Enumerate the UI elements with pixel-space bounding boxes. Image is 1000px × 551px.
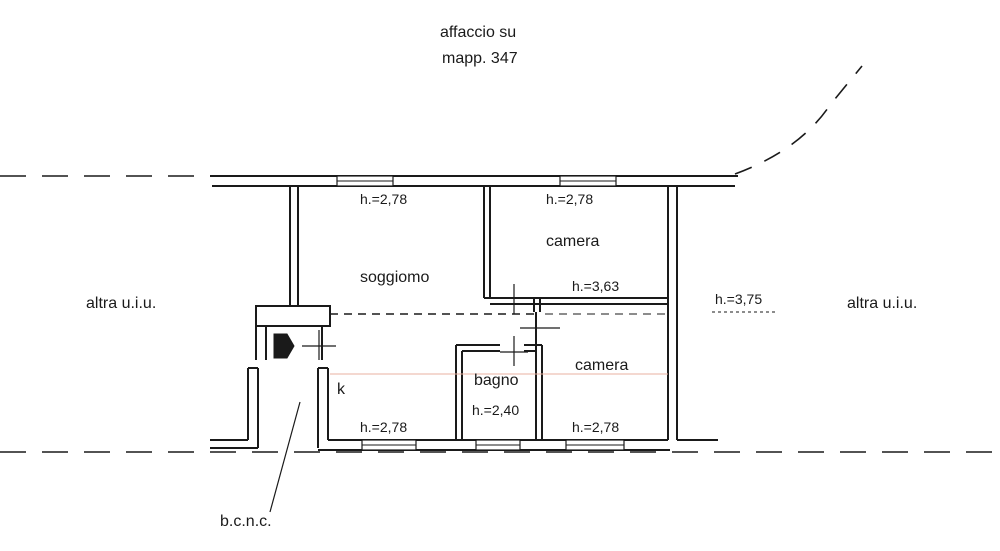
camera-bottom-label: camera: [575, 357, 629, 374]
left-unit-label: altra u.i.u.: [86, 295, 157, 312]
bagno-label: bagno: [474, 372, 519, 389]
header-line-1: affaccio su: [440, 24, 517, 41]
vestibule-upper-wall: [255, 305, 331, 327]
kitchen-label: k: [337, 381, 345, 398]
common-area-label: b.c.n.c.: [220, 513, 272, 530]
camera-bottom-height: h.=2,78: [572, 419, 620, 435]
right-unit-label: altra u.i.u.: [847, 295, 918, 312]
bagno-height: h.=2,40: [472, 402, 520, 418]
header-line-2: mapp. 347: [442, 50, 518, 67]
outside-right-height: h.=3,75: [715, 291, 763, 307]
soggiorno-height-top: h.=2,78: [360, 191, 408, 207]
soggiorno-label: soggiomo: [360, 269, 430, 286]
soggiorno-height-bottom: h.=2,78: [360, 419, 408, 435]
camera-top-height-bottom: h.=3,63: [572, 278, 620, 294]
camera-top-label: camera: [546, 233, 600, 250]
camera-top-height-top: h.=2,78: [546, 191, 594, 207]
bcnc-leader-line: [269, 401, 301, 513]
entrance-arrow-icon: [273, 333, 295, 359]
curved-boundary-dashed-line: [734, 65, 863, 175]
